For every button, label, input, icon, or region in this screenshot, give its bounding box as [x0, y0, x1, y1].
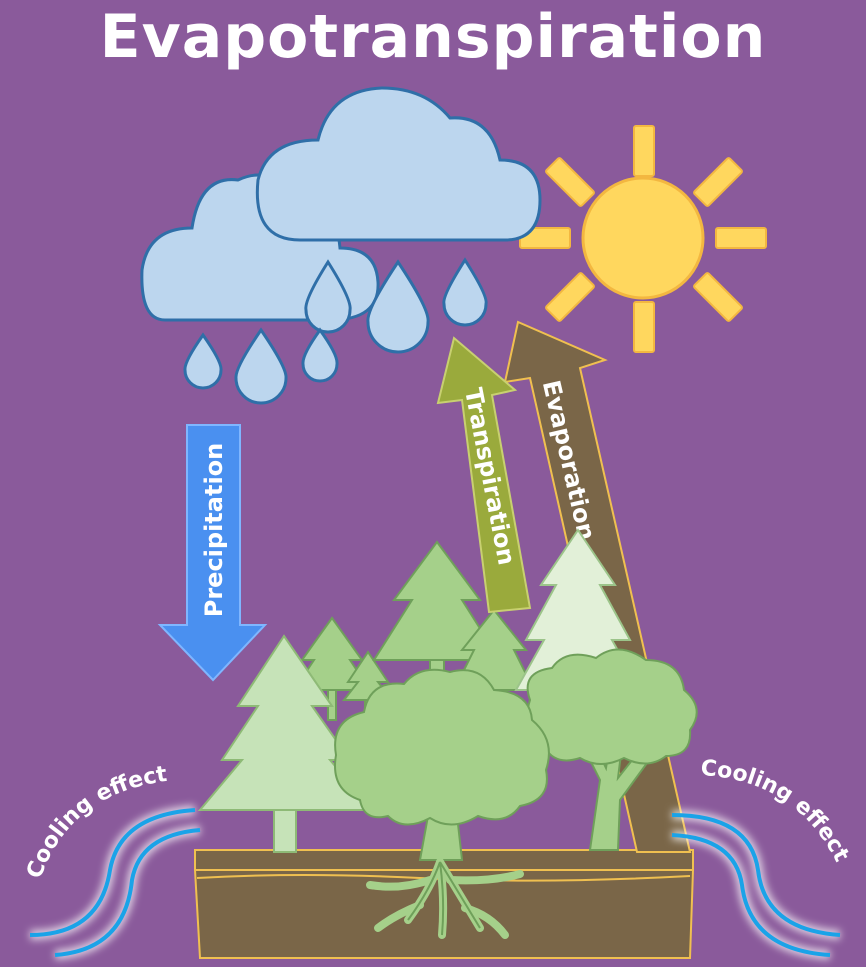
raindrop-icon	[236, 330, 286, 403]
transpiration-label: Transpiration	[459, 386, 521, 568]
precipitation-arrow: Precipitation	[160, 425, 265, 680]
raindrop-icon	[303, 330, 337, 381]
raindrop-icon	[185, 335, 221, 388]
sun-icon	[520, 126, 766, 352]
precipitation-label: Precipitation	[200, 443, 228, 618]
cloud-front-icon	[257, 88, 540, 240]
raindrop-icon	[444, 260, 486, 325]
